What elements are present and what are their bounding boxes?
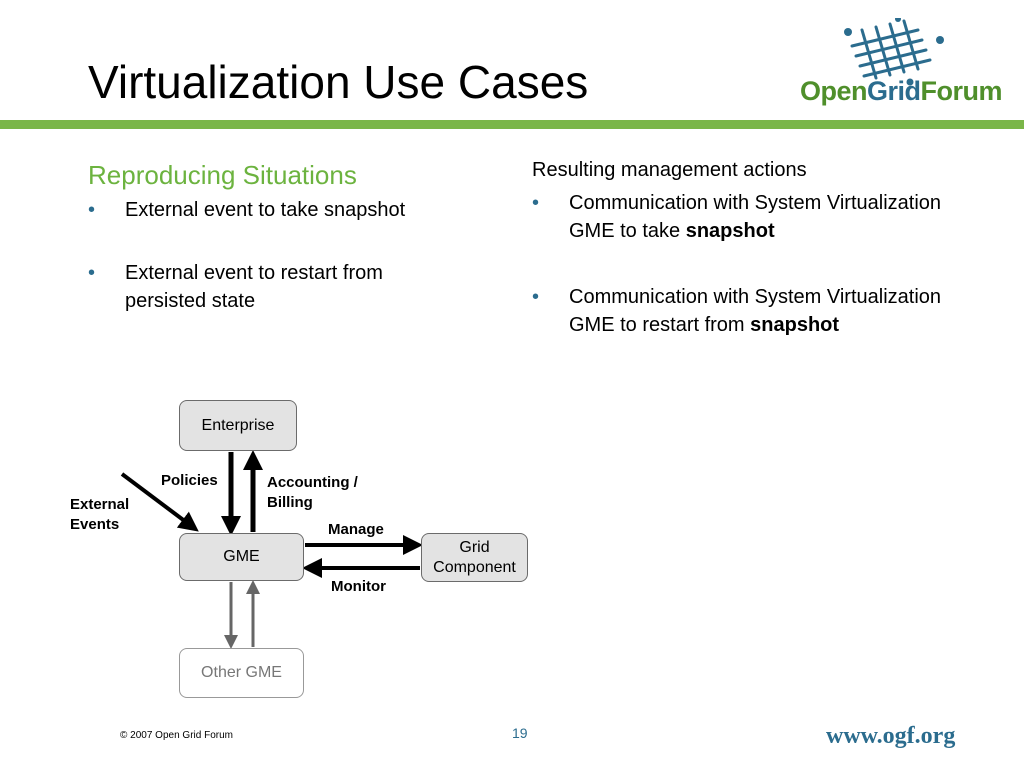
node-gme: GME: [179, 533, 304, 581]
right-bullet-list: •Communication with System Virtualizatio…: [532, 189, 972, 377]
left-heading: Reproducing Situations: [88, 160, 357, 190]
ogf-logo-text: OpenGridForum: [800, 76, 1003, 106]
left-bullet-item: •External event to take snapshot: [88, 196, 468, 224]
slide-title: Virtualization Use Cases: [88, 56, 589, 108]
label-monitor: Monitor: [331, 578, 386, 595]
left-bullet-item: •External event to restart from persiste…: [88, 259, 468, 315]
right-bullet-item: •Communication with System Virtualizatio…: [532, 283, 972, 339]
label-manage: Manage: [328, 521, 384, 538]
ogf-logo-icon: [844, 18, 944, 86]
node-enterprise: Enterprise: [179, 400, 297, 451]
page-number: 19: [512, 725, 528, 741]
label-accounting-billing: Accounting / Billing: [267, 474, 358, 511]
bullet-icon: •: [88, 199, 96, 221]
right-heading: Resulting management actions: [532, 159, 807, 181]
footer-url: www.ogf.org: [826, 723, 956, 749]
bullet-icon: •: [88, 262, 96, 284]
footer-copyright: © 2007 Open Grid Forum: [120, 730, 233, 741]
bullet-icon: •: [532, 286, 540, 308]
bullet-icon: •: [532, 192, 540, 214]
label-policies: Policies: [161, 472, 218, 489]
label-external-events: External Events: [70, 496, 130, 533]
right-bullet-item: •Communication with System Virtualizatio…: [532, 189, 972, 245]
left-bullet-list: •External event to take snapshot •Extern…: [88, 196, 468, 350]
title-divider: [0, 120, 1024, 129]
node-grid-component: Grid Component: [421, 533, 528, 582]
node-other-gme: Other GME: [179, 648, 304, 698]
